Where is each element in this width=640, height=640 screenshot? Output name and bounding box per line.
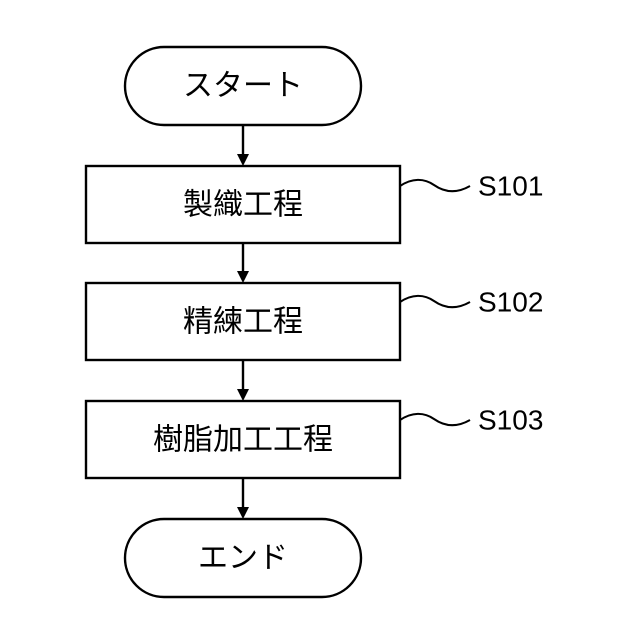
step2-leader-line (400, 296, 470, 307)
process-step-s101: 製織工程 S101 (86, 166, 543, 243)
arrow-start-to-step1 (237, 125, 249, 166)
arrow-step3-to-end (237, 478, 249, 519)
step3-code: S103 (478, 405, 543, 436)
step1-label: 製織工程 (183, 188, 303, 223)
end-terminal: エンド (125, 519, 361, 597)
start-label: スタート (183, 69, 303, 104)
step2-label: 精練工程 (183, 305, 303, 340)
process-step-s103: 樹脂加工工程 S103 (86, 401, 543, 478)
arrow-step2-to-step3 (237, 360, 249, 401)
step3-label: 樹脂加工工程 (153, 423, 333, 458)
step1-code: S101 (478, 171, 543, 202)
step3-leader-line (400, 414, 470, 425)
end-label: エンド (198, 541, 288, 576)
arrow-step1-to-step2 (237, 243, 249, 283)
start-terminal: スタート (125, 47, 361, 125)
step2-code: S102 (478, 287, 543, 318)
process-step-s102: 精練工程 S102 (86, 283, 543, 360)
step1-leader-line (400, 180, 470, 191)
